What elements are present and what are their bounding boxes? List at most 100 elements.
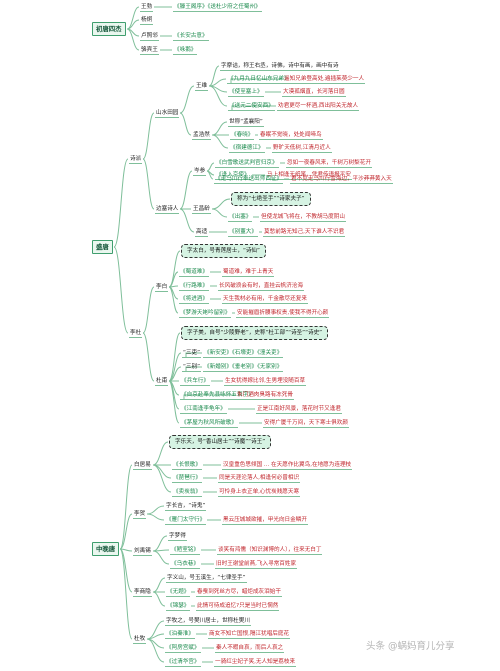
connector-n19-n38 [206,170,214,180]
poet-bio: 字牧之，号樊川居士，世称杜樊川 [165,617,251,626]
poem-quote: 旧时王谢堂前燕,飞入寻常百姓家 [215,560,298,569]
work-list: 《咏鹅》 [173,46,198,55]
poem-quote: 同是天涯沦落人,相逢何必曾相识 [218,474,301,483]
poem-title: 《江南逢李龟年》 [180,405,227,414]
connector-n70-n87 [152,577,166,593]
poem-group: “三别” [182,363,201,372]
school-frontier-poets: 边塞诗人 [155,205,180,214]
poem-title: 《出塞》 [228,213,253,222]
connector-n68-n80 [146,513,165,521]
poem-title: 《走马川行奉送出师西征》 [214,175,284,184]
connector-n69-n82 [152,535,168,552]
poem-title: 《梦游天姥吟留别》 [179,309,232,318]
poem-quote: 此情可待成追忆?只是当时已惘然 [196,602,280,611]
school-landscape-pastoral: 山水田园 [155,109,180,118]
connector-n11-n15 [142,112,155,160]
era-mid-late-tang: 中晚唐 [92,542,120,556]
connector-n69-n85 [152,550,170,565]
connector-n13-n14 [142,332,155,382]
poem-quote: 遥知兄弟登高处,遍插茱萸少一人 [283,75,366,84]
work-list: 《滕王阁序》《送杜少府之任蜀州》 [173,3,262,12]
connector-n2-n13 [113,246,129,334]
connector-n67-n72 [152,441,169,466]
poet-du-fu: 杜甫 [155,377,169,386]
connector-n17-n22 [208,65,220,87]
poet-bio-highlight: 字太白，号青莲居士，“诗仙” [181,244,266,258]
poet-bio: 世称“孟襄阳” [228,118,264,127]
connector-n61-n62 [183,394,235,400]
poem-title: 《兵车行》 [180,377,210,386]
poem-title: 《九月九日忆山东兄弟》 [227,75,291,84]
poet-bio: 字义山，号玉溪生，“七律圣手” [166,574,247,583]
poet-bio-highlight: 字子美，自号“少陵野老”，史称“杜工部”“诗圣”“诗史” [181,326,329,340]
poem-quote: 朱门酒肉臭路有冻死骨 [236,391,294,400]
connector-n2-n11 [113,158,129,248]
connector-n55-n56 [185,352,202,358]
poet-bio: 字长吉，“诗鬼” [165,502,207,511]
poem-quote: 安能摧眉折腰事权贵,使我不得开心颜 [236,309,330,318]
poem-title: 《送元二使安西》 [228,102,275,111]
work-list: 《长安古意》 [173,32,209,41]
poem-quote: 长风破浪会有时，直挂云帆济沧海 [218,282,304,291]
poem-title: 《白雪歌送武判官归京》 [215,159,279,168]
poem-quote: 一骑红尘妃子笑,无人知是荔枝来 [214,658,297,667]
poet-li-he: 李贺 [133,510,147,519]
connector-n15-n17 [179,85,195,114]
connector-n1-n7 [126,28,140,51]
poem-quote: 汉皇重色思倾国 ... 在天愿作比翼鸟,在地愿为连理枝 [222,461,353,470]
connector-n23-n24 [230,78,282,84]
connector-n12-n52 [168,286,179,314]
poem-title: 《行路难》 [179,282,209,291]
poet-yang-jiong: 杨炯 [140,16,154,25]
connector-n3-n70 [119,548,133,593]
poet-wang-wei: 王维 [195,82,209,91]
poem-quote: 忽如一夜春风来，千树万树梨花开 [286,159,372,168]
poem-title: 《逢入京使》 [215,171,251,180]
poem-quote: 天生我材必有用，千金散尽还复来 [222,295,308,304]
poet-luo-binwang: 骆宾王 [140,46,159,55]
poem-title: 《长恨歌》 [172,461,202,470]
poet-bio-highlight: 字乐天，号“香山居士”“诗魔”“诗王” [169,435,272,449]
connector-n11-n16 [142,158,155,210]
poem-title: 《蜀道难》 [179,268,209,277]
connector-n3-n71 [119,548,133,640]
poem-title: 《别董大》 [228,228,258,237]
poem-title: 《自京赴奉先县咏怀五百字》 [180,391,255,400]
poem-title: 《使至塞上》 [228,88,264,97]
connector-n20-n40 [211,198,231,210]
connector-n18-n29 [211,121,228,136]
connector-n57-n58 [185,366,202,372]
poet-bai-juyi: 白居易 [133,461,152,470]
poem-title: 《宿建德江》 [229,144,265,153]
connector-n3-n67 [119,464,133,550]
poem-title: 《茅屋为秋风所破歌》 [180,419,238,428]
poet-liu-yuxi: 刘禹锡 [133,547,152,556]
connector-n17-n27 [208,85,228,107]
poet-li-shangyin: 李商隐 [133,588,152,597]
connector-n20-n41 [211,208,228,218]
poet-bio: 字梦得 [168,532,187,541]
poem-quote: 生女犹得嫁比邻,生男埋没随百草 [224,377,307,386]
poem-quote: 蜀道难，难于上青天 [222,268,275,277]
poem-title: 《新婚别》《垂老别》《无家别》 [203,363,284,372]
poem-title: 《将进酒》 [179,295,209,304]
poet-bio-highlight: 称为“七绝圣手”“诗家夫子” [231,192,311,206]
poet-li-bai: 李白 [155,283,169,292]
poem-quote: 黑云压城城欲摧，甲光向日金鳞开 [222,516,308,525]
poem-quote: 秦人不暇自哀，而后人哀之 [215,644,285,653]
poet-wang-bo: 王勃 [140,3,154,12]
poem-title: 《阿房宫赋》 [165,644,201,653]
poet-cen-shen: 岑参 [193,167,207,176]
poem-group: “三吏” [182,349,201,358]
poem-quote: 莫愁前路无知己,天下谁人不识君 [263,228,346,237]
connector-n67-n75 [152,464,172,479]
poem-quote: 但使龙城飞将在，不教胡马度阴山 [260,213,346,222]
poem-quote: 君不见走马川行雪海边，平沙莽莽黄入天 [290,175,393,184]
poem-quote: 劝君更尽一杯酒,西出阳关无故人 [277,102,360,111]
poem-quote: 马上相逢无纸笔，凭君传语报平安 [266,171,352,180]
connector-n19-n34 [206,162,215,172]
connector-n16-n19 [179,170,193,210]
era-early-tang: 初唐四杰 [92,22,126,36]
